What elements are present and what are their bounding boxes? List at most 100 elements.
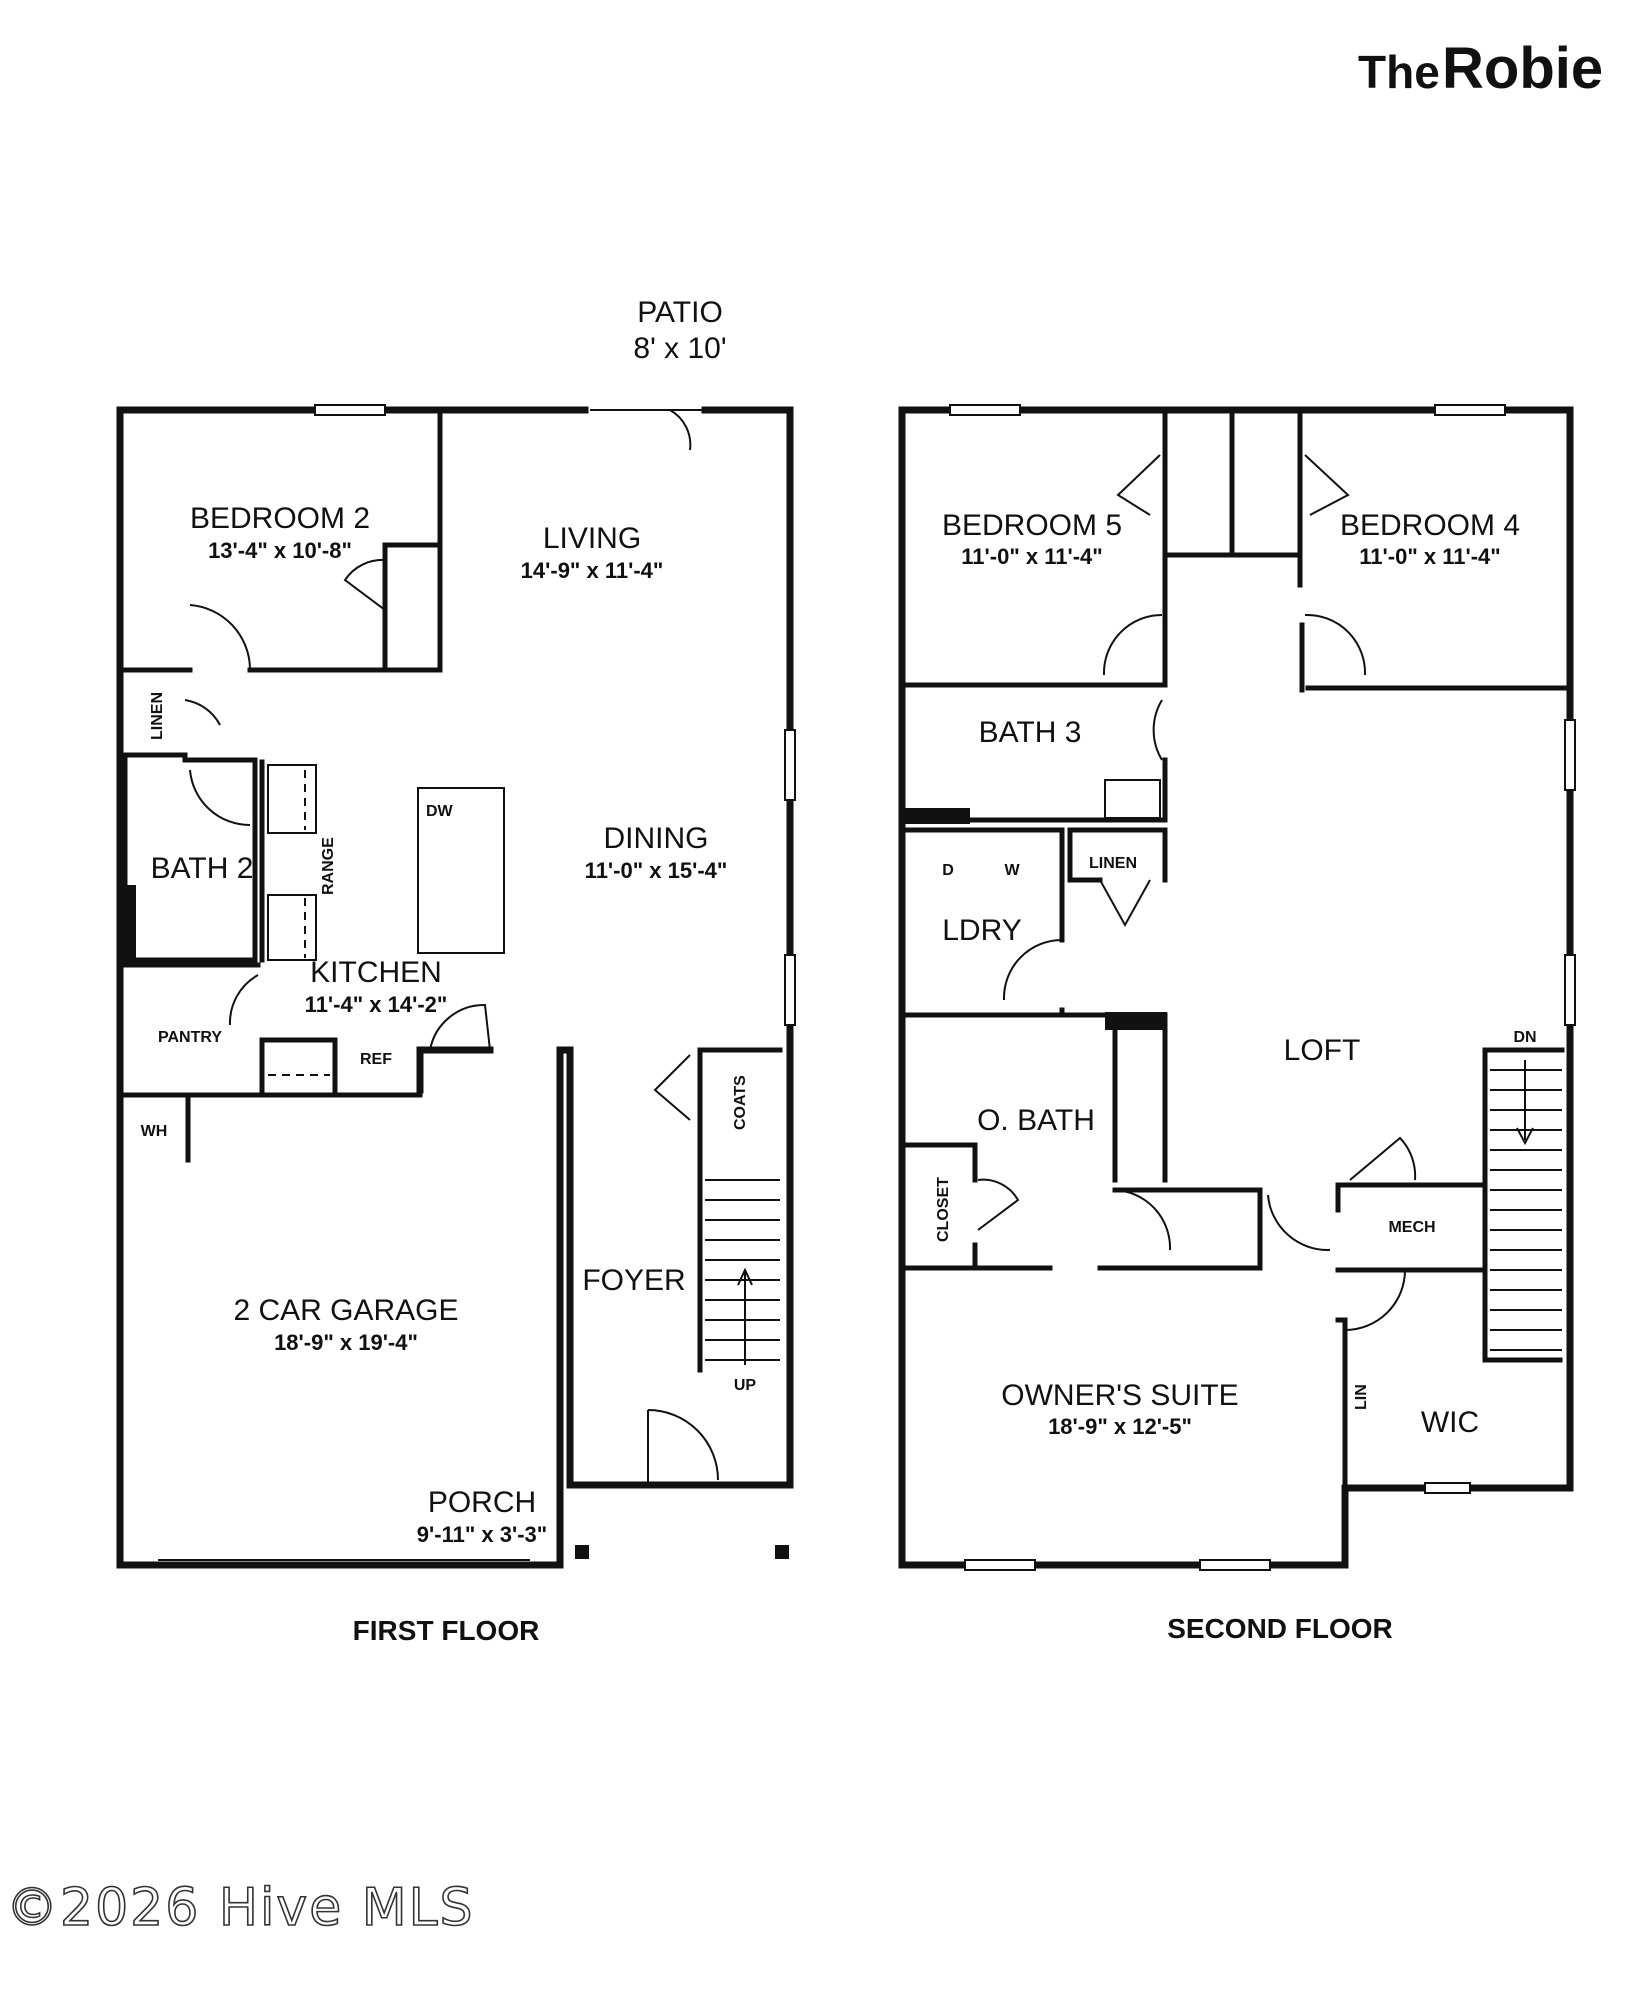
bath2-label: BATH 2	[151, 852, 254, 885]
owner-suite-door	[1267, 1194, 1331, 1252]
stair-wall-upper	[1482, 1047, 1565, 1363]
wic-label: WIC	[1421, 1406, 1479, 1439]
owner-bath-wall	[899, 1012, 1263, 1271]
bath2-door	[189, 769, 251, 827]
kitchen-dim: 11'-4" x 14'-2"	[305, 992, 448, 1017]
bedroom5-label: BEDROOM 5	[942, 509, 1122, 542]
garage-entry-door	[429, 1003, 491, 1051]
loft-label: LOFT	[1284, 1034, 1361, 1067]
closet-label: CLOSET	[935, 1177, 952, 1242]
bedroom2-closet-door	[343, 558, 386, 611]
ldry-label: LDRY	[942, 914, 1021, 947]
porch-label: PORCH	[428, 1486, 536, 1519]
bath3-wall-block	[905, 808, 970, 824]
bedroom-closets-wall	[1162, 407, 1305, 693]
garage-dim: 18'-9" x 19'-4"	[274, 1330, 418, 1355]
bath3-label: BATH 3	[979, 716, 1082, 749]
linen-door-2f	[1099, 879, 1151, 928]
first-floor-stairs	[705, 1179, 780, 1365]
loft-window-upper	[1564, 719, 1576, 791]
wh-label: WH	[141, 1123, 168, 1140]
ref-label: REF	[360, 1051, 392, 1068]
bedroom4-door	[1304, 613, 1367, 676]
patio-label: PATIO	[637, 296, 723, 329]
pantry-wall	[117, 962, 423, 1098]
coats-label: COATS	[732, 1075, 749, 1130]
wic-window	[1424, 1482, 1471, 1494]
dining-dim: 11'-0" x 15'-4"	[585, 858, 728, 883]
first-floor-plan	[116, 404, 796, 1569]
bedroom2-window	[314, 404, 386, 416]
range-label: RANGE	[320, 837, 337, 895]
linen-door	[184, 699, 221, 726]
kitchen-label: KITCHEN	[310, 956, 442, 989]
w-label: W	[1004, 862, 1020, 879]
pantry-label: PANTRY	[158, 1029, 222, 1046]
garage-label: 2 CAR GARAGE	[233, 1294, 458, 1327]
coats-door	[653, 1054, 691, 1121]
porch-post-left	[575, 1545, 589, 1559]
obath-label: O. BATH	[977, 1104, 1095, 1137]
bath3-door	[1152, 699, 1163, 761]
range-burner-bottom	[267, 894, 317, 961]
owner-bath-door	[1114, 1189, 1172, 1251]
d-label: D	[942, 862, 954, 879]
owner-suite-window-left	[964, 1559, 1036, 1571]
dw-label: DW	[426, 803, 454, 820]
second-floor-plan	[898, 404, 1576, 1571]
living-dim: 14'-9" x 11'-4"	[521, 558, 664, 583]
living-label: LIVING	[543, 522, 641, 555]
bedroom5-door	[1102, 614, 1163, 676]
bath3-fixture	[1104, 779, 1161, 819]
bedroom5-closet-door	[1116, 454, 1161, 516]
loft-window-lower	[1564, 954, 1576, 1026]
dining-window-lower	[784, 954, 796, 1026]
foyer-label: FOYER	[582, 1264, 685, 1297]
linen-label-2f: LINEN	[1089, 855, 1137, 872]
dining-window-upper	[784, 729, 796, 801]
mech-door	[1349, 1136, 1417, 1181]
owner-suite-window-right	[1199, 1559, 1271, 1571]
stair-wall	[697, 1047, 783, 1373]
linen-label: LINEN	[149, 692, 166, 740]
bedroom5-window	[949, 404, 1021, 416]
wic-door	[1344, 1269, 1406, 1331]
first-floor-title: FIRST FLOOR	[353, 1615, 540, 1646]
porch-post-right	[775, 1545, 789, 1559]
brand-prefix: The	[1358, 46, 1440, 98]
second-floor-stairs	[1490, 1060, 1562, 1351]
bedroom5-dim: 11'-0" x 11'-4"	[961, 544, 1102, 569]
laundry-door	[1002, 939, 1063, 1001]
dining-label: DINING	[604, 822, 709, 855]
bedroom4-window	[1434, 404, 1506, 416]
bedroom4-label: BEDROOM 4	[1340, 509, 1520, 542]
porch-dim: 9'-11" x 3'-3"	[417, 1522, 547, 1547]
patio-door	[590, 409, 705, 451]
first-floor-outer-wall	[116, 406, 794, 1569]
bedroom2-door	[189, 604, 251, 669]
lin-label: LIN	[1353, 1384, 1370, 1410]
owner-bath-wall-block	[1105, 1012, 1167, 1030]
bedroom2-dim: 13'-4" x 10'-8"	[208, 538, 352, 563]
mech-label: MECH	[1388, 1219, 1435, 1236]
dn-label: DN	[1513, 1029, 1536, 1046]
bedroom2-label: BEDROOM 2	[190, 502, 370, 535]
owners-suite-label: OWNER'S SUITE	[1001, 1379, 1238, 1412]
bath2-wall-block	[120, 885, 136, 960]
bedroom4-closet-door	[1304, 454, 1350, 516]
bedroom4-dim: 11'-0" x 11'-4"	[1359, 544, 1500, 569]
range-burner-top	[267, 764, 317, 834]
second-floor-title: SECOND FLOOR	[1167, 1613, 1393, 1644]
pantry-door	[228, 974, 259, 1026]
up-label: UP	[734, 1377, 757, 1394]
kitchen-island	[417, 787, 505, 954]
front-door	[647, 1409, 719, 1485]
watermark: ©2026 Hive MLS	[6, 1878, 475, 1938]
owners-suite-dim: 18'-9" x 12'-5"	[1048, 1414, 1192, 1439]
laundry-wall	[902, 827, 1168, 1018]
brand-name: Robie	[1442, 36, 1603, 101]
bedroom2-wall	[117, 407, 443, 673]
bedroom5-bottom-wall	[899, 682, 1573, 691]
patio-dim: 8' x 10'	[633, 332, 726, 365]
